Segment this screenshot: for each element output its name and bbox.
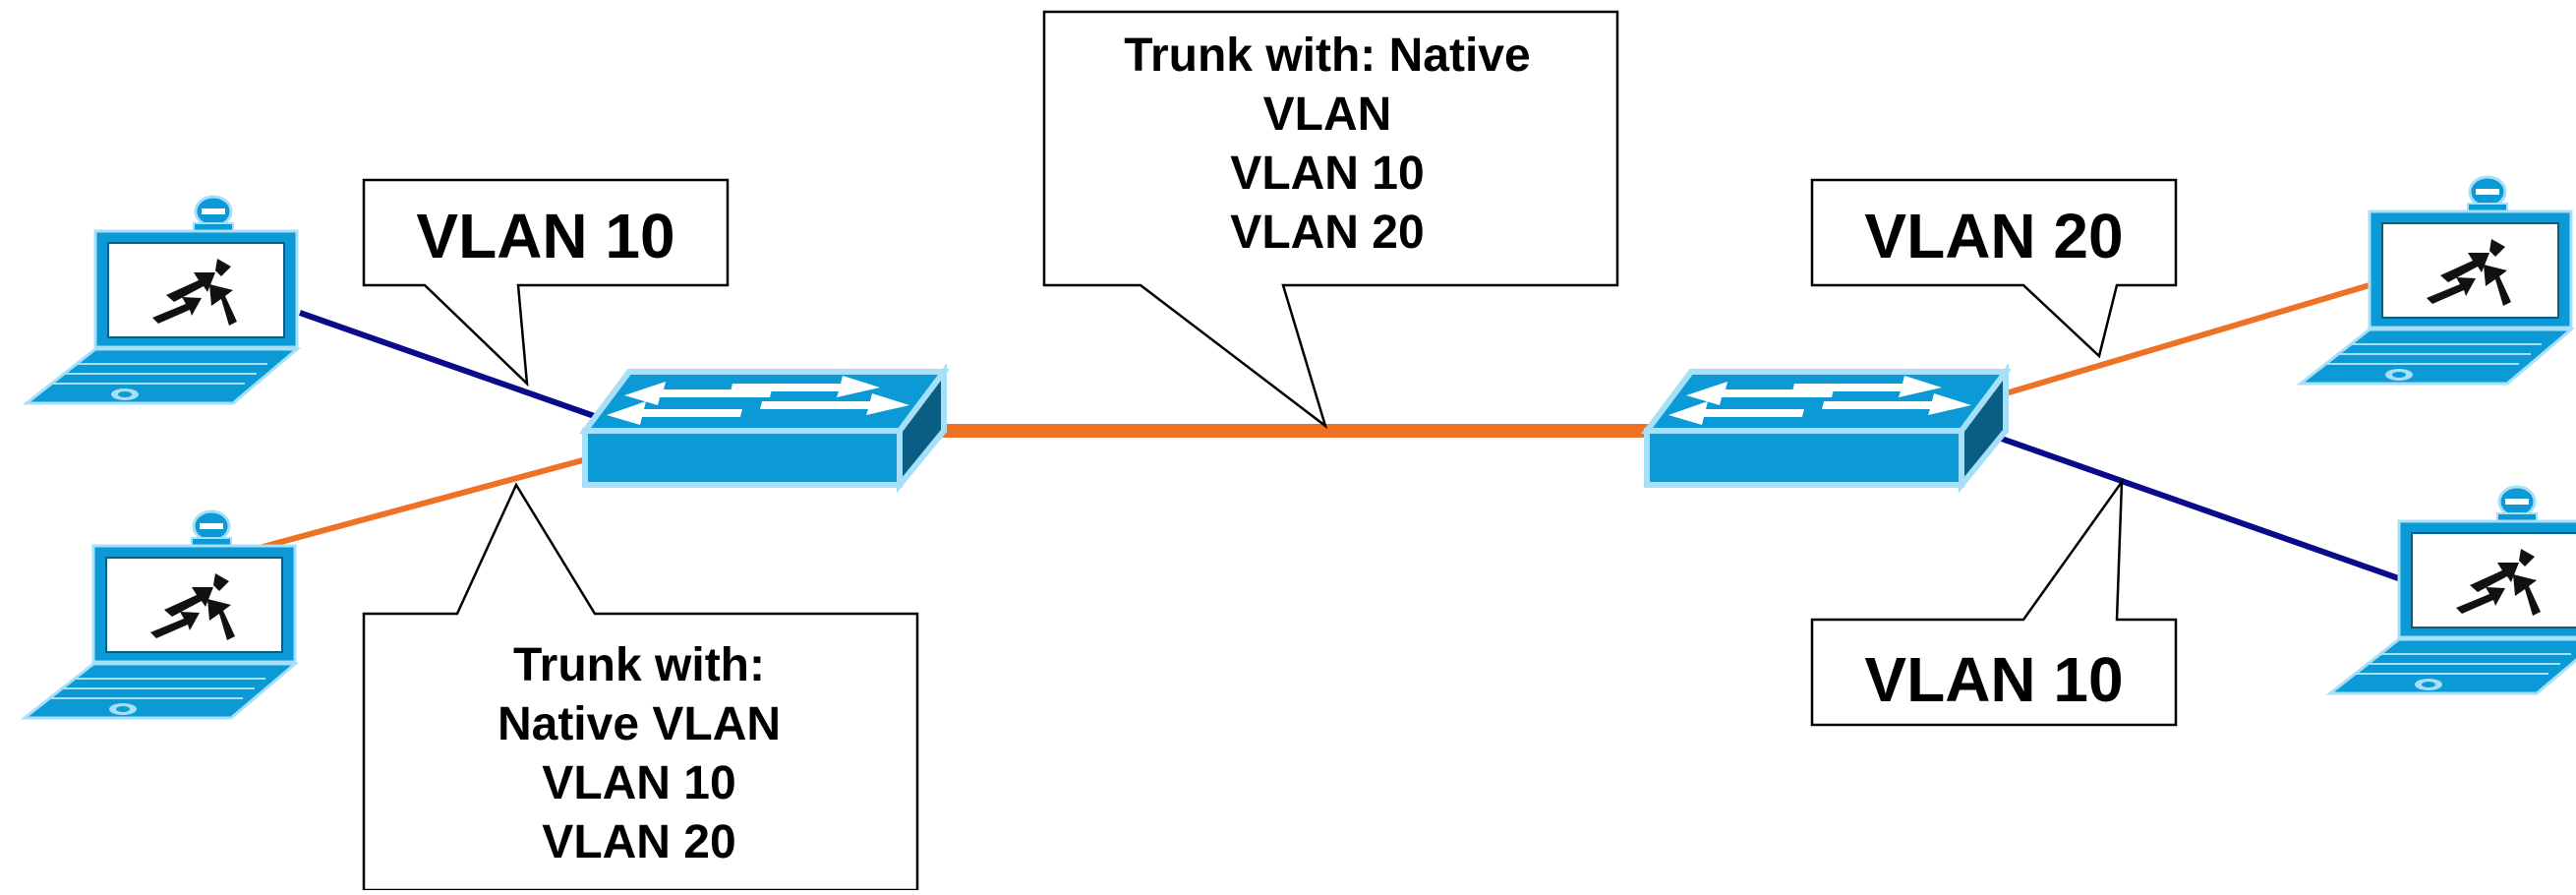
callout-text-line-2: VLAN xyxy=(1263,89,1392,141)
callout-text-line-1: Trunk with: Native xyxy=(1124,30,1530,82)
callout-right-access-vlan20: VLAN 20 xyxy=(1810,178,2178,359)
callout-text-line-3: VLAN 10 xyxy=(542,757,735,809)
laptop-with-arrows-icon xyxy=(25,195,299,405)
link-top-left-laptop-to-switch xyxy=(299,310,601,421)
callout-text: VLAN 20 xyxy=(1864,201,2123,271)
callout-text-line-1: Trunk with: xyxy=(513,639,765,691)
laptop-with-arrows-icon xyxy=(2299,175,2573,386)
callout-box xyxy=(1042,10,1619,430)
switch-left[interactable] xyxy=(585,372,944,485)
callout-left-access-vlan10: VLAN 10 xyxy=(362,178,730,388)
callout-box xyxy=(1810,477,2178,727)
callout-middle-trunk: Trunk with: Native VLAN VLAN 10 VLAN 20 xyxy=(1042,10,1619,430)
switch-right[interactable] xyxy=(1647,372,2006,485)
callout-left-trunk: Trunk with: Native VLAN VLAN 10 VLAN 20 xyxy=(362,482,919,892)
laptop-top-right[interactable] xyxy=(2299,175,2573,386)
callout-box xyxy=(1810,178,2178,359)
link-bottom-left-laptop-to-switch xyxy=(255,455,591,552)
laptop-with-arrows-icon xyxy=(2328,485,2576,695)
callout-text: VLAN 10 xyxy=(1864,644,2123,715)
switch-arrows-icon xyxy=(585,372,944,485)
link-bottom-right-laptop-to-switch xyxy=(1995,434,2405,583)
callout-box xyxy=(362,178,730,388)
switch-arrows-icon xyxy=(1647,372,2006,485)
laptop-top-left[interactable] xyxy=(25,195,299,405)
callout-text-line-2: Native VLAN xyxy=(498,698,781,750)
laptop-with-arrows-icon xyxy=(23,509,297,720)
laptop-bottom-right[interactable] xyxy=(2328,485,2576,695)
link-top-right-laptop-to-switch xyxy=(2005,282,2371,396)
callout-text-line-3: VLAN 10 xyxy=(1230,148,1424,200)
callout-text: VLAN 10 xyxy=(416,201,674,271)
links-layer xyxy=(255,282,2405,583)
callout-text-line-4: VLAN 20 xyxy=(542,816,735,868)
callout-text-line-4: VLAN 20 xyxy=(1230,207,1424,259)
laptop-bottom-left[interactable] xyxy=(23,509,297,720)
callout-right-access-vlan10: VLAN 10 xyxy=(1810,477,2178,727)
